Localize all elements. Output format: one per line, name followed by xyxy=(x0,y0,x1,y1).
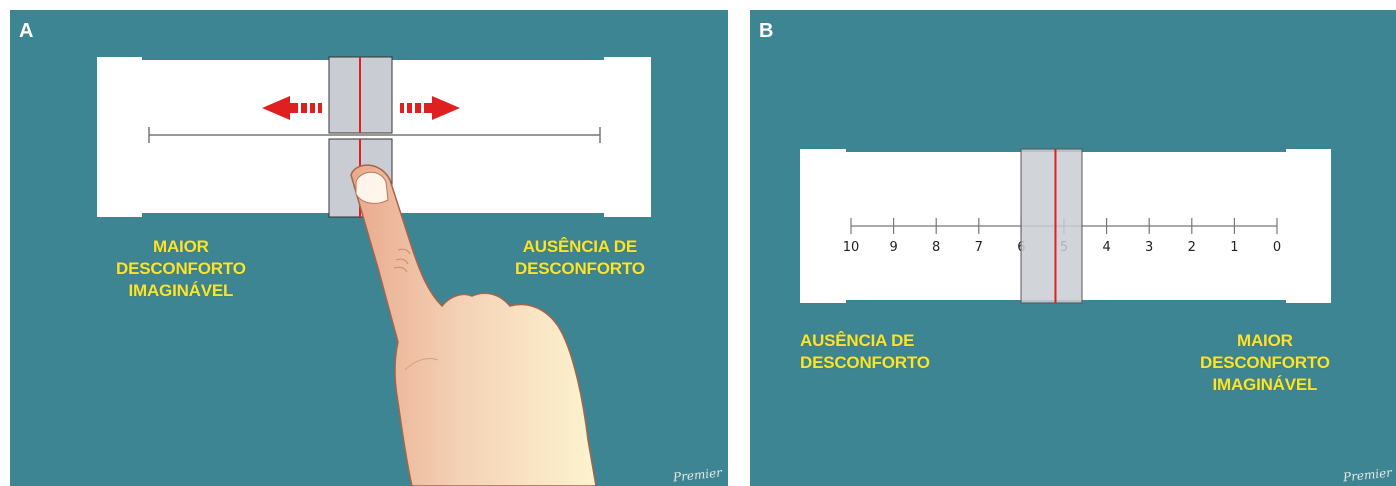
caption-max-discomfort: MAIOR DESCONFORTO IMAGINÁVEL xyxy=(116,237,246,300)
scale-tick-label: 2 xyxy=(1188,240,1196,255)
caption-max-discomfort: MAIOR DESCONFORTO IMAGINÁVEL xyxy=(1200,331,1330,394)
caption-no-discomfort: AUSÊNCIA DE DESCONFORTO xyxy=(515,237,645,278)
scale-tick-label: 4 xyxy=(1102,240,1110,255)
ruler-body xyxy=(97,57,651,217)
scale-tick-label: 3 xyxy=(1145,240,1153,255)
hand-pointer-icon xyxy=(350,164,597,486)
panel-a: A xyxy=(10,10,728,486)
scale-tick-label: 10 xyxy=(843,240,860,255)
scale-tick-label: 7 xyxy=(975,240,983,255)
panel-b-label: B xyxy=(759,20,774,42)
arrow-right-icon xyxy=(400,96,460,120)
vas-slider-illustration xyxy=(97,56,651,486)
vas-numeric-scale: 109876543210 xyxy=(800,148,1331,304)
scale-tick-label: 1 xyxy=(1230,240,1238,255)
scale-tick-label: 9 xyxy=(889,240,897,255)
panel-b: B 109876543210 AUSÊNCIA DE DESCONFORTO M… xyxy=(750,10,1396,486)
panel-a-label: A xyxy=(19,20,34,42)
scale-ticks: 109876543210 xyxy=(843,218,1281,255)
arrow-left-icon xyxy=(262,96,322,120)
caption-no-discomfort: AUSÊNCIA DE DESCONFORTO xyxy=(800,331,930,372)
slider-window xyxy=(1020,148,1083,304)
scale-tick-label: 0 xyxy=(1273,240,1281,255)
scale-tick-label: 8 xyxy=(932,240,940,255)
